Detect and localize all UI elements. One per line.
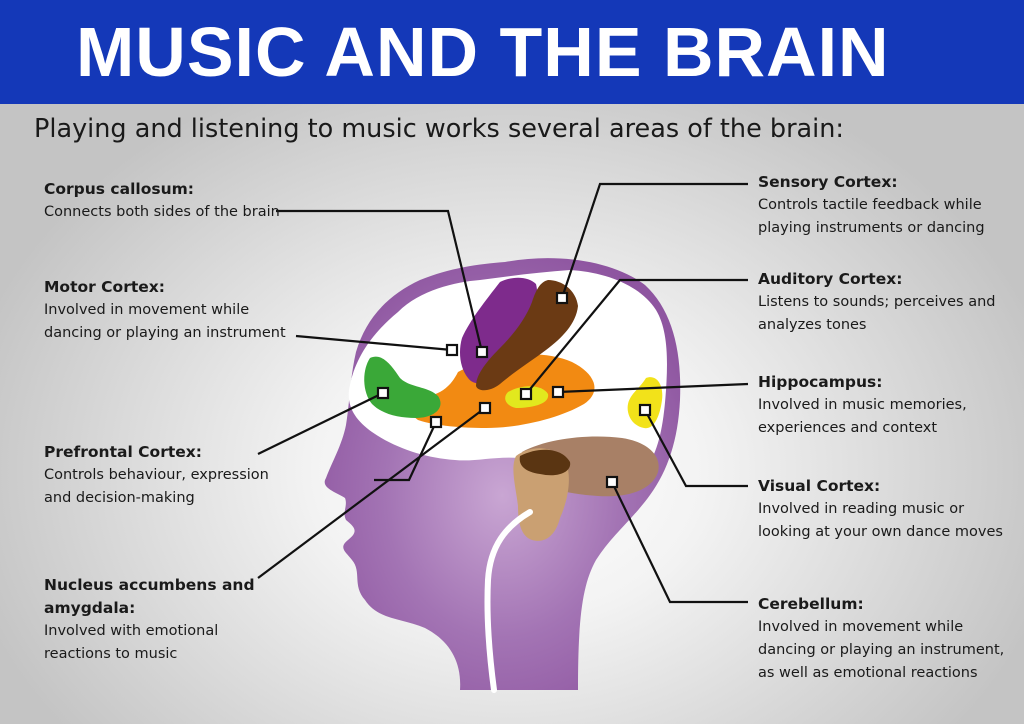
spinal-cord xyxy=(484,509,533,693)
label-description: Involved in music memories, xyxy=(758,397,967,413)
leader-line-prefrontal xyxy=(257,392,384,455)
marker-motor-cortex xyxy=(445,343,459,357)
label-description: Involved in reading music or xyxy=(758,501,965,517)
label-description: Listens to sounds; perceives and xyxy=(758,294,996,310)
label-description: Connects both sides of the brain xyxy=(44,204,280,220)
label-visual-cortex: Visual Cortex: Involved in reading music… xyxy=(758,475,1003,544)
label-corpus-callosum: Corpus callosum: Connects both sides of … xyxy=(44,178,280,224)
marker-prefrontal xyxy=(376,386,390,400)
label-name: Motor Cortex: xyxy=(44,278,165,296)
leader-line-motor-cortex xyxy=(295,334,453,352)
label-description: Involved in movement while xyxy=(758,619,964,635)
label-description: playing instruments or dancing xyxy=(758,220,985,236)
label-description: Controls tactile feedback while xyxy=(758,197,982,213)
label-hippocampus: Hippocampus: Involved in music memories,… xyxy=(758,371,967,440)
label-name: Nucleus accumbens and xyxy=(44,576,255,594)
marker-hippocampus xyxy=(551,385,565,399)
visual-cortex-region xyxy=(627,377,663,429)
leader-line-sensory xyxy=(560,182,748,299)
label-name: Cerebellum: xyxy=(758,595,864,613)
label-description: Involved in movement while xyxy=(44,302,250,318)
marker-auditory xyxy=(519,387,533,401)
label-description: Controls behaviour, expression xyxy=(44,467,269,483)
label-name: Hippocampus: xyxy=(758,373,883,391)
label-description: Involved with emotional xyxy=(44,623,219,639)
label-name: amygdala: xyxy=(44,599,136,617)
label-description: experiences and context xyxy=(758,420,938,436)
page-subtitle: Playing and listening to music works sev… xyxy=(34,114,845,144)
label-motor-cortex: Motor Cortex: Involved in movement while… xyxy=(44,276,286,345)
markers xyxy=(376,291,652,489)
label-name: Corpus callosum: xyxy=(44,180,194,198)
label-description: reactions to music xyxy=(44,646,178,662)
label-nucleus-accumbens: Nucleus accumbens and amygdala: Involved… xyxy=(44,574,255,666)
label-cerebellum: Cerebellum: Involved in movement while d… xyxy=(758,593,1004,685)
marker-corpus-callosum xyxy=(475,345,489,359)
label-name: Prefrontal Cortex: xyxy=(44,443,202,461)
label-description: analyzes tones xyxy=(758,317,867,333)
label-sensory-cortex: Sensory Cortex: Controls tactile feedbac… xyxy=(758,171,985,240)
label-name: Sensory Cortex: xyxy=(758,173,898,191)
label-description: as well as emotional reactions xyxy=(758,665,978,681)
marker-limbic xyxy=(429,415,443,429)
leader-line-limbic xyxy=(374,421,437,482)
sensory-cortex-region xyxy=(476,280,578,391)
title-bar xyxy=(0,0,1024,104)
limbic-region xyxy=(411,354,595,428)
leader-line-auditory xyxy=(525,278,748,395)
label-description: dancing or playing an instrument, xyxy=(758,642,1005,658)
leader-line-hippocampus xyxy=(557,382,749,394)
label-description: looking at your own dance moves xyxy=(758,524,1003,540)
leader-line-visual xyxy=(644,409,748,488)
marker-nucleus xyxy=(478,401,492,415)
leader-line-corpus-callosum xyxy=(276,209,484,353)
leader-line-cerebellum xyxy=(611,481,748,604)
marker-sensory xyxy=(555,291,569,305)
label-prefrontal-cortex: Prefrontal Cortex: Controls behaviour, e… xyxy=(44,441,269,510)
leader-lines xyxy=(257,182,749,604)
label-name: Visual Cortex: xyxy=(758,477,881,495)
label-description: and decision-making xyxy=(44,490,195,506)
thalamus-region xyxy=(519,449,571,476)
marker-cerebellum xyxy=(605,475,619,489)
prefrontal-region xyxy=(364,356,441,418)
label-description: dancing or playing an instrument xyxy=(44,325,286,341)
marker-visual xyxy=(638,403,652,417)
label-name: Auditory Cortex: xyxy=(758,270,903,288)
label-auditory-cortex: Auditory Cortex: Listens to sounds; perc… xyxy=(758,268,995,337)
leader-line-nucleus xyxy=(257,407,486,579)
page-title: MUSIC AND THE BRAIN xyxy=(76,13,890,91)
